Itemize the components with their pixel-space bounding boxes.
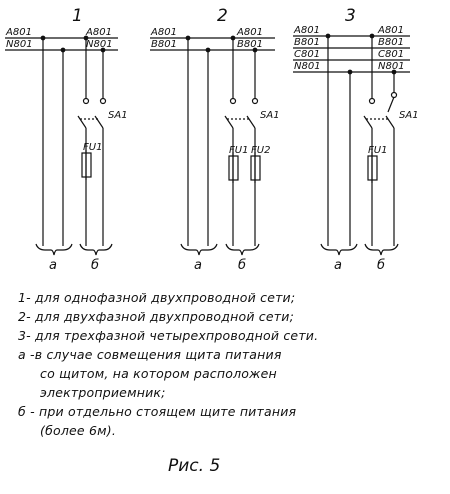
legend-item: 2- для двухфазной двухпроводной сети; <box>18 309 294 324</box>
bus-label: C801 <box>378 49 404 60</box>
scheme-3 <box>293 33 410 256</box>
bus-label: B801 <box>151 39 177 50</box>
wiring-diagram: 1 A801 N801 A801 N801 SA1 FU1 а б 2 A801… <box>5 6 419 273</box>
bus-label: N801 <box>294 61 321 72</box>
bus-label: N801 <box>86 39 113 50</box>
fuse-label: FU1 <box>229 145 248 156</box>
bus-label: C801 <box>294 49 320 60</box>
switch-label: SA1 <box>399 110 419 121</box>
bus-label: B801 <box>294 37 320 48</box>
scheme-number: 1 <box>72 6 83 26</box>
legend-item: 1- для однофазной двухпроводной сети; <box>18 290 296 305</box>
switch-label: SA1 <box>108 110 128 121</box>
bus-label: A801 <box>236 27 263 38</box>
group-label-a: а <box>334 258 342 273</box>
legend-item: б - при отдельно стоящем щите питания <box>18 404 297 419</box>
bus-label: A801 <box>377 25 404 36</box>
group-label-b: б <box>377 258 385 273</box>
legend-item-continuation: со щитом, на котором расположен <box>40 366 277 381</box>
bus-label: A801 <box>293 25 320 36</box>
group-label-b: б <box>91 258 99 273</box>
group-label-b: б <box>238 258 246 273</box>
legend-item-continuation: (более 6м). <box>40 423 117 438</box>
group-label-a: а <box>194 258 202 273</box>
bus-label: A801 <box>5 27 32 38</box>
figure-caption: Рис. 5 <box>168 456 221 476</box>
group-label-a: а <box>49 258 57 273</box>
bus-label: N801 <box>378 61 405 72</box>
fuse-label: FU1 <box>83 142 102 153</box>
bus-label: B801 <box>237 39 263 50</box>
bus-label: N801 <box>6 39 33 50</box>
scheme-number: 2 <box>217 6 228 26</box>
fuse-label: FU2 <box>251 145 270 156</box>
bus-label: A801 <box>85 27 112 38</box>
scheme-2 <box>150 35 275 256</box>
legend-item: а -в случае совмещения щита питания <box>18 347 282 362</box>
switch-label: SA1 <box>260 110 280 121</box>
scheme-number: 3 <box>345 6 356 26</box>
bus-label: B801 <box>378 37 404 48</box>
bus-label: A801 <box>150 27 177 38</box>
scheme-1 <box>5 35 118 256</box>
fuse-label: FU1 <box>368 145 387 156</box>
legend: 1- для однофазной двухпроводной сети; 2-… <box>18 288 446 440</box>
legend-item: 3- для трехфазной четырехпроводной сети. <box>18 328 319 343</box>
legend-item-continuation: электроприемник; <box>40 385 166 400</box>
